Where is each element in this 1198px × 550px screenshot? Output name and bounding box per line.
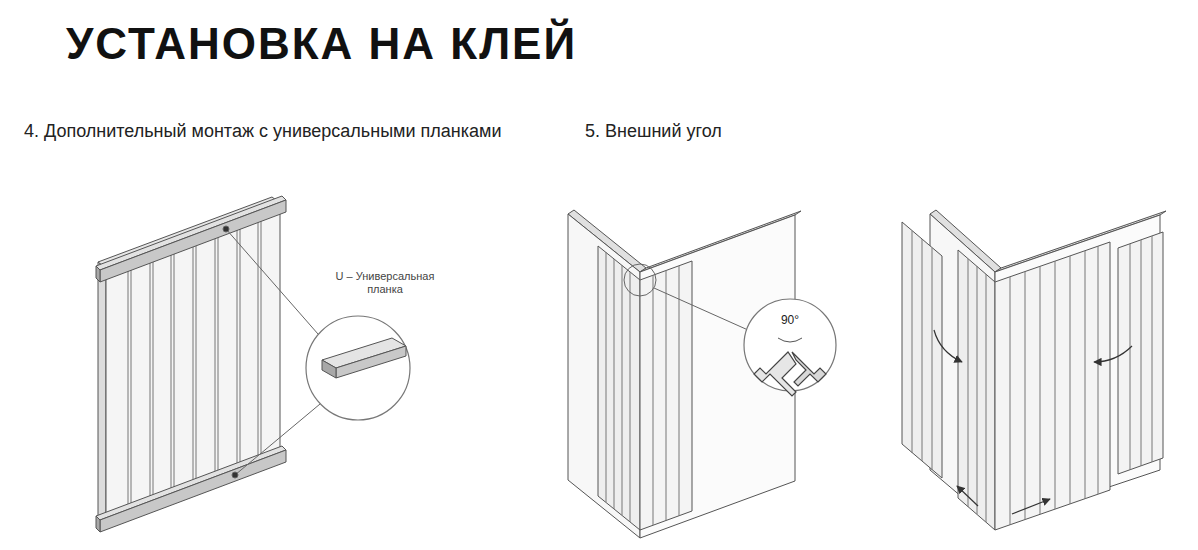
strip-front: [100, 450, 286, 532]
universal-strip: [96, 446, 286, 532]
strip-detail-front: [336, 346, 406, 378]
strip-end: [96, 266, 100, 282]
detail-marker: [624, 264, 656, 296]
magnifier: [306, 316, 410, 420]
leader-lines: [223, 226, 320, 478]
leader-line: [235, 404, 320, 475]
leader-dot: [223, 226, 229, 232]
slat-grooves: [912, 231, 932, 470]
corner-panel-right: [995, 242, 1110, 530]
magnifier: [744, 299, 836, 396]
slat-grooves: [1130, 236, 1152, 470]
leader-line: [654, 288, 748, 330]
angle-label: 90°: [770, 313, 810, 327]
step-caption: 4. Дополнительный монтаж с универсальным…: [24, 121, 572, 143]
corner-panel-left: [598, 246, 640, 530]
leader-dot: [232, 472, 238, 478]
leader-line: [226, 229, 318, 334]
panel-face: [106, 203, 280, 527]
profile-left: [754, 352, 796, 396]
panel-side: [98, 262, 106, 527]
slat-grooves: [968, 246, 1098, 525]
universal-strip: [96, 196, 286, 282]
strip-end: [96, 516, 100, 532]
arrow: [1094, 346, 1132, 362]
arrow: [1012, 499, 1050, 514]
strip-detail-end: [322, 360, 336, 378]
page-title: УСТАНОВКА НА КЛЕЙ: [66, 18, 577, 71]
angle-arc: [778, 338, 802, 342]
arrow: [934, 330, 962, 362]
part-label: U – Универсальная планка: [322, 270, 448, 296]
corner-assembly: [568, 210, 801, 538]
arrow: [957, 486, 978, 506]
right-wall: [640, 215, 795, 538]
strip-top: [96, 196, 286, 270]
loose-panel-left: [902, 222, 942, 478]
strip-front: [100, 200, 286, 282]
loose-panel-right: [1118, 232, 1163, 474]
magnifier-circle: [306, 316, 410, 420]
left-wall: [568, 214, 640, 538]
motion-arrows: [934, 330, 1132, 514]
profile-right: [792, 352, 826, 386]
slat-grooves: [606, 252, 679, 525]
step-caption: 5. Внешний угол: [585, 121, 885, 143]
corner-exploded: [902, 210, 1166, 530]
strip-top: [96, 446, 286, 520]
